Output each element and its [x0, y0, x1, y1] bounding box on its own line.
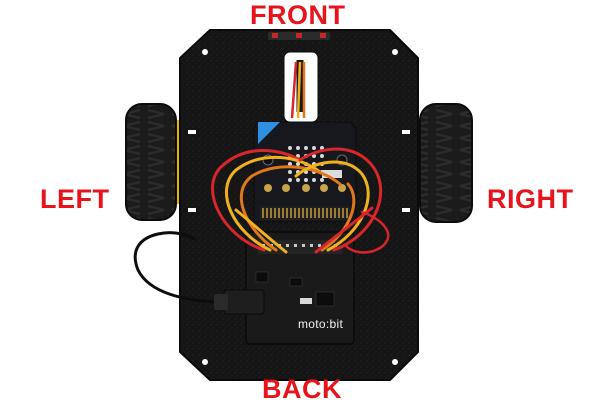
front-sensor-cable	[290, 60, 306, 119]
left-wheel	[125, 103, 188, 221]
back-label: BACK	[262, 374, 342, 400]
microbit	[253, 121, 357, 223]
battery-cable	[133, 231, 215, 304]
left-tire	[126, 104, 176, 220]
board-brand-label: moto:bit	[298, 317, 344, 331]
front-label: FRONT	[250, 0, 346, 30]
right-wheel	[410, 103, 473, 223]
right-label: RIGHT	[487, 184, 574, 214]
jumper-wires	[211, 147, 390, 254]
right-tire	[420, 104, 472, 222]
left-label: LEFT	[40, 184, 110, 214]
barrel-jack	[223, 289, 265, 315]
motobit-board	[214, 231, 355, 345]
